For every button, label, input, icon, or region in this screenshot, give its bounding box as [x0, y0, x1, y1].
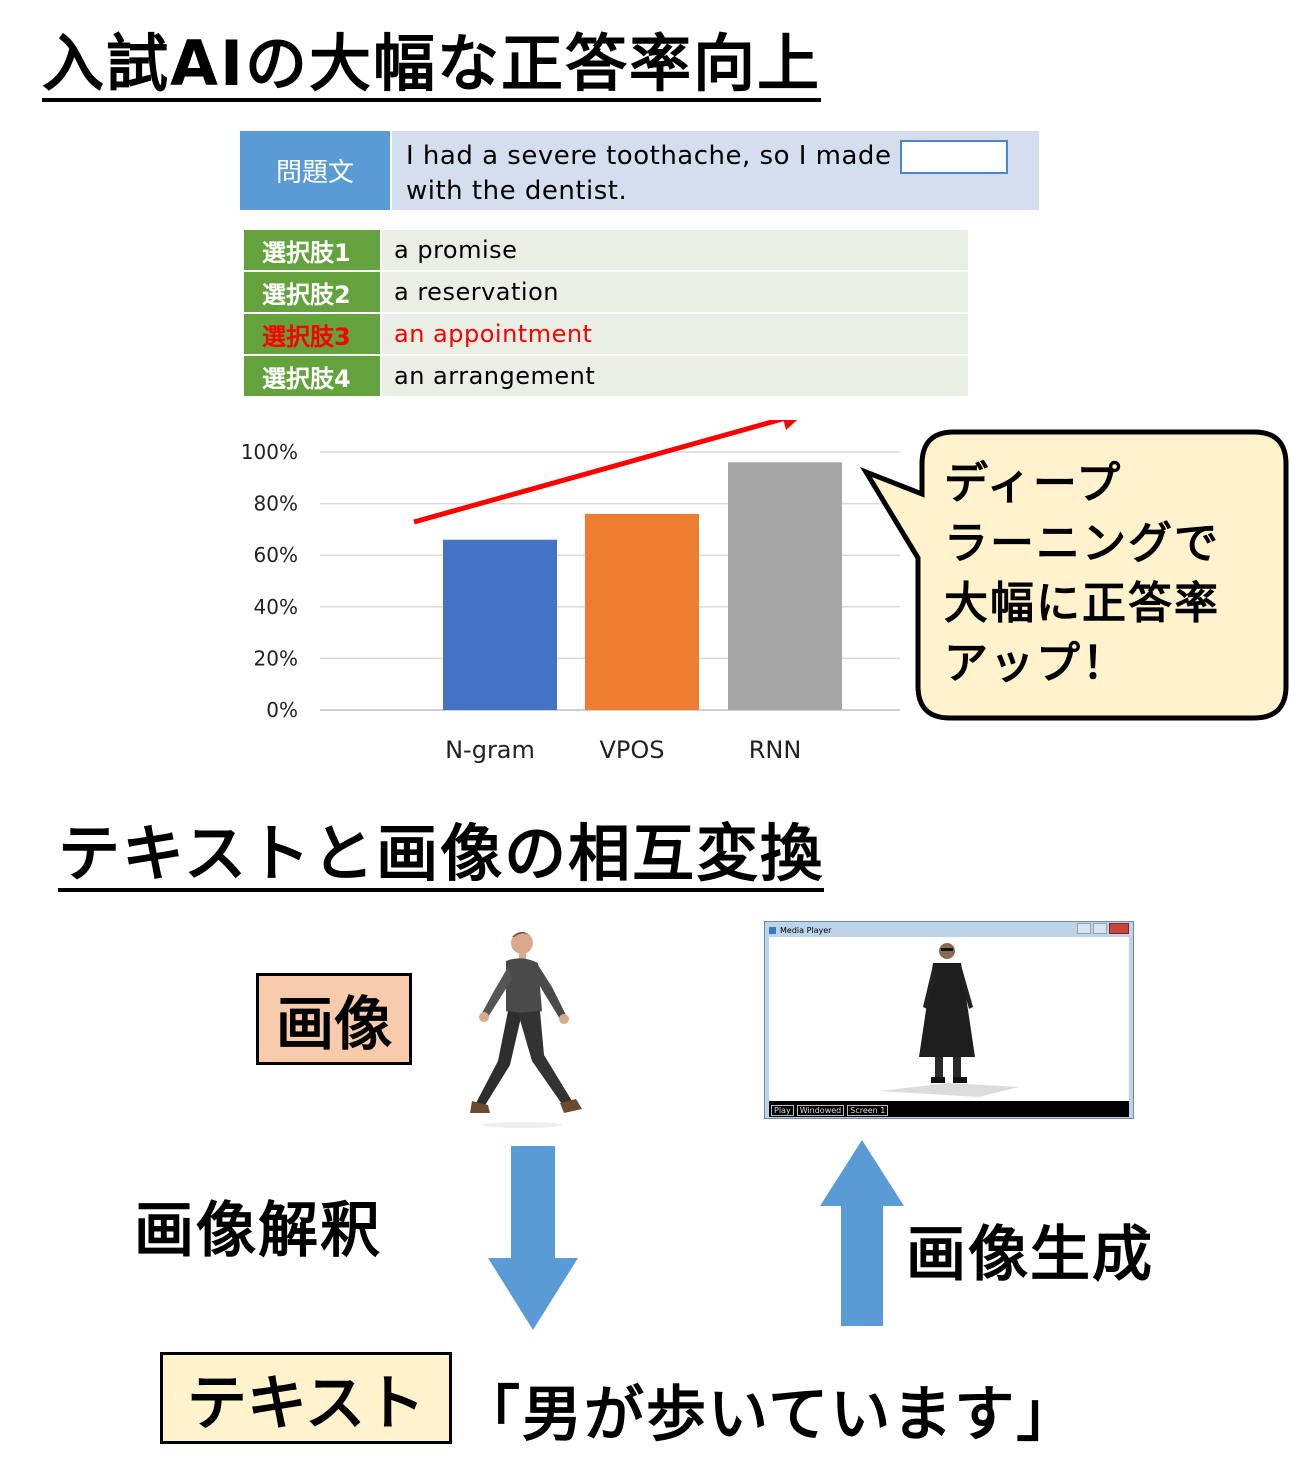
- y-tick-label: 60%: [254, 543, 298, 567]
- trend-arrow-head: [783, 420, 798, 430]
- bar-rnn: [728, 462, 842, 710]
- option-label: 選択肢1: [244, 230, 380, 270]
- trend-arrow: [413, 420, 798, 525]
- image-label-box: 画像: [256, 973, 412, 1065]
- option-text: a promise: [382, 230, 968, 270]
- walking-man-photo: [470, 932, 582, 1128]
- callout-bubble: [860, 429, 1289, 721]
- text-label-box: テキスト: [160, 1352, 452, 1444]
- minimize-icon[interactable]: [1077, 923, 1091, 934]
- image-interpretation-label: 画像解釈: [134, 1196, 382, 1266]
- caption-text: 「男が歩いています」: [460, 1380, 1079, 1450]
- bar-n-gram: [443, 539, 557, 710]
- media-player-window: Media Player Play Windowed Screen 1: [764, 921, 1134, 1119]
- y-tick-label: 40%: [254, 595, 298, 619]
- image-generation-label: 画像生成: [906, 1220, 1154, 1290]
- x-tick-label: VPOS: [599, 736, 664, 764]
- app-icon: [769, 926, 776, 934]
- question-label: 問題文: [240, 131, 390, 210]
- y-tick-label: 80%: [254, 492, 298, 516]
- option-row-4: 選択肢4 an arrangement: [244, 356, 968, 396]
- callout-line-3: 大幅に正答率: [944, 578, 1220, 629]
- callout-line-2: ラーニングで: [944, 518, 1220, 569]
- option-row-2: 選択肢2 a reservation: [244, 272, 968, 312]
- close-icon[interactable]: [1109, 923, 1129, 934]
- accuracy-bar-chart: 0% 20% 40% 60% 80% 100% N-gram VPOS RNN: [241, 420, 900, 764]
- option-label: 選択肢3: [244, 314, 380, 354]
- section2-heading: テキストと画像の相互変換: [58, 819, 825, 893]
- bar-vpos: [585, 513, 699, 710]
- y-tick-label: 0%: [266, 698, 298, 722]
- media-player-title: Media Player: [780, 925, 832, 935]
- option-text: a reservation: [382, 272, 968, 312]
- option-text: an appointment: [382, 314, 968, 354]
- question-text: I had a severe toothache, so I made with…: [392, 131, 1039, 210]
- windowed-button[interactable]: Windowed: [796, 1105, 845, 1116]
- callout-line-1: ディープ: [944, 458, 1123, 509]
- option-label: 選択肢2: [244, 272, 380, 312]
- y-tick-label: 20%: [254, 646, 298, 670]
- y-tick-label: 100%: [241, 440, 298, 464]
- section1-heading: 入試AIの大幅な正答率向上: [42, 29, 822, 103]
- x-tick-label: N-gram: [445, 736, 535, 764]
- play-button[interactable]: Play: [771, 1105, 794, 1116]
- option-row-3-correct: 選択肢3 an appointment: [244, 314, 968, 354]
- question-line1: I had a severe toothache, so I made: [406, 141, 892, 171]
- coat-man-render: [879, 943, 1019, 1097]
- answer-blank: [900, 139, 1009, 174]
- trend-arrow-line: [413, 420, 787, 525]
- x-tick-label: RNN: [749, 736, 802, 764]
- media-player-toolbar: Play Windowed Screen 1: [769, 1101, 1129, 1117]
- callout-line-4: アップ！: [944, 638, 1128, 689]
- down-arrow-icon: [488, 1146, 578, 1330]
- screen-button[interactable]: Screen 1: [847, 1105, 889, 1116]
- maximize-icon[interactable]: [1093, 923, 1107, 934]
- up-arrow-icon: [820, 1140, 904, 1326]
- question-line2: with the dentist.: [406, 175, 628, 206]
- media-player-viewport: [769, 937, 1129, 1101]
- option-text: an arrangement: [382, 356, 968, 396]
- callout-text: ディープ ラーニングで 大幅に正答率 アップ！: [944, 454, 1284, 694]
- option-row-1: 選択肢1 a promise: [244, 230, 968, 270]
- option-label: 選択肢4: [244, 356, 380, 396]
